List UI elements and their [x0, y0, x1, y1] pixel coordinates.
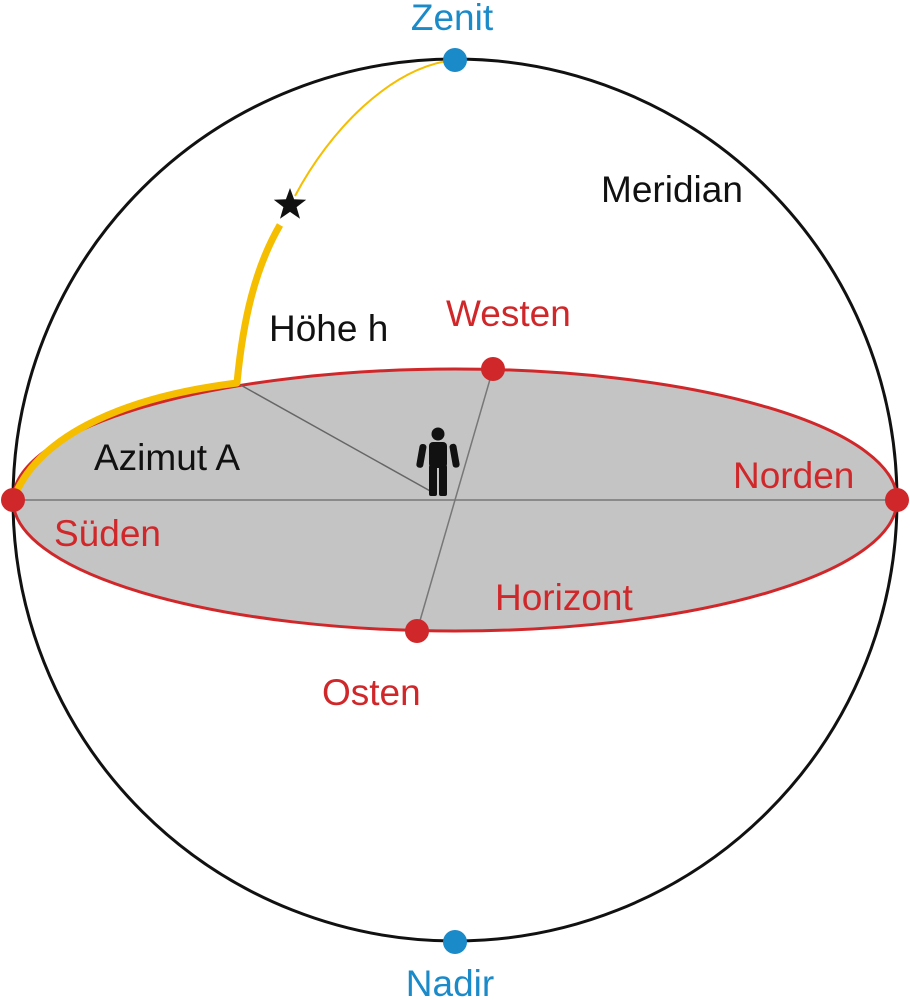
- meridian-label: Meridian: [601, 169, 743, 210]
- south-point: [1, 488, 25, 512]
- person-icon: [416, 427, 460, 496]
- south-label: Süden: [54, 513, 161, 554]
- star-icon: [273, 188, 307, 219]
- azimuth-arc: [9, 379, 241, 504]
- west-label: Westen: [446, 293, 571, 334]
- altitude-arc: [233, 223, 284, 384]
- north-point: [885, 488, 909, 512]
- azimuth-label: Azimut A: [94, 437, 240, 478]
- east-label: Osten: [322, 672, 421, 713]
- zenith-label: Zenit: [411, 0, 494, 38]
- horizon-label: Horizont: [495, 577, 633, 618]
- west-point: [481, 357, 505, 381]
- nadir-label: Nadir: [406, 963, 494, 1000]
- zenith-point: [443, 48, 467, 72]
- east-west-line: [416, 368, 494, 632]
- north-label: Norden: [733, 455, 854, 496]
- altitude-label: Höhe h: [269, 308, 388, 349]
- nadir-point: [443, 930, 467, 954]
- star-to-zenith-arc: [294, 59, 454, 197]
- east-point: [405, 619, 429, 643]
- azimuth-line: [236, 382, 433, 493]
